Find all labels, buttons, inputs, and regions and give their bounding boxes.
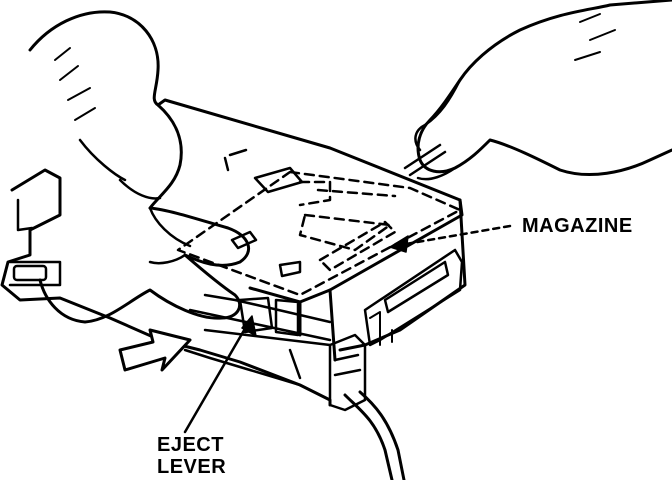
- lower-bottom-edge: [183, 348, 302, 387]
- cable: [343, 390, 406, 480]
- drive-housing-side-face: [363, 248, 464, 347]
- left-hand: [28, 10, 251, 324]
- left-hand-fingers: [78, 138, 192, 265]
- eject-lever-label-line1: EJECT: [157, 434, 224, 456]
- chassis-slot: [12, 264, 48, 282]
- push-arrow: [118, 328, 192, 372]
- lower-rail: [188, 293, 332, 347]
- drive-housing-front: [298, 198, 467, 362]
- eject-lever: [238, 296, 300, 337]
- eject-leader-head: [241, 315, 257, 337]
- chassis-bracket: [8, 198, 62, 287]
- drive-front-detail: [369, 311, 393, 346]
- tool-blade: [403, 143, 447, 177]
- drive-front-slot: [383, 260, 450, 314]
- connector-block: [328, 333, 367, 412]
- magazine-arrow-head: [389, 235, 409, 253]
- magazine-outline: [176, 170, 462, 297]
- eject-lever-label-line2: LEVER: [157, 456, 227, 478]
- left-hand-shading: [54, 47, 96, 121]
- magazine-handle-tab: [230, 230, 302, 278]
- chassis-base: [0, 168, 332, 407]
- right-hand-thumb: [414, 78, 462, 181]
- drive-top-details: [223, 148, 304, 194]
- magazine-arrow-dotted: [398, 224, 512, 247]
- right-hand: [416, 0, 672, 177]
- right-hand-shading: [574, 13, 616, 61]
- magazine-label: MAGAZINE: [522, 215, 633, 237]
- eject-leader-line: [183, 318, 252, 434]
